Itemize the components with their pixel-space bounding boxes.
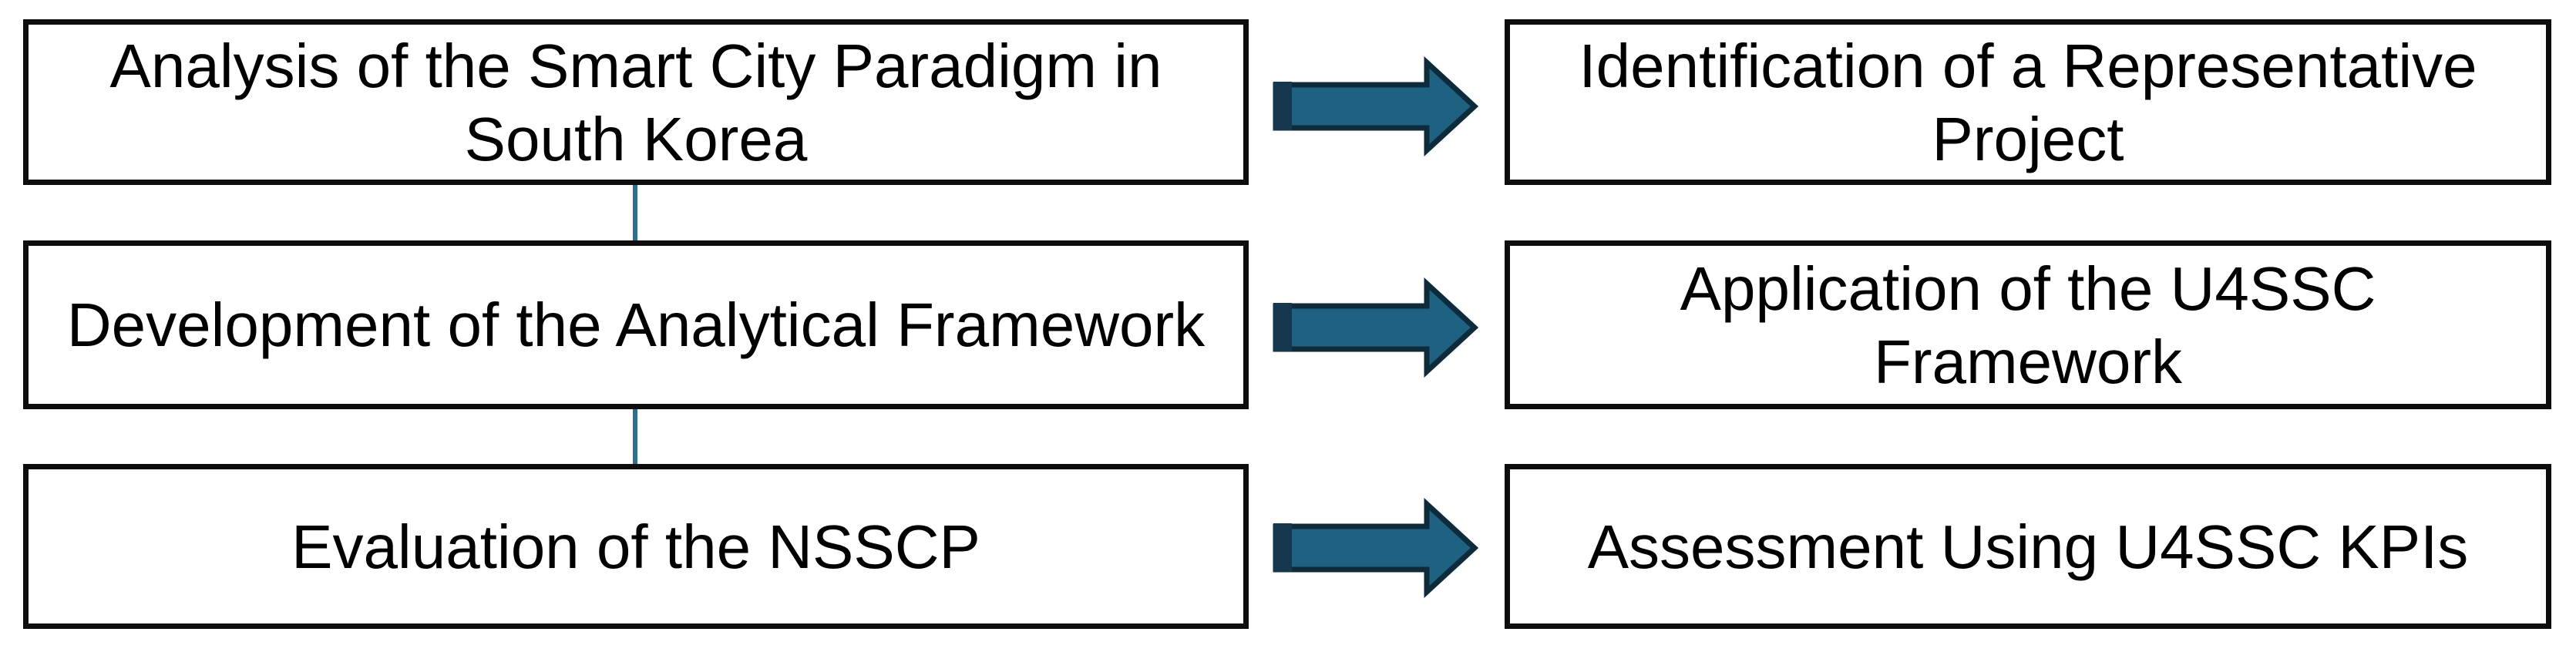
box-identification-representative-project: Identification of a Representative Proje…: [1505, 19, 2551, 185]
box-text-line: Project: [1932, 104, 2124, 173]
box-text-line: Application of the U4SSC: [1680, 254, 2376, 323]
connector-line: [633, 185, 637, 240]
box-text-line: Development of the Analytical Framework: [66, 291, 1206, 359]
box-text-line: Assessment Using U4SSC KPIs: [1587, 512, 2469, 581]
box-assessment-u4ssc-kpis: Assessment Using U4SSC KPIs: [1505, 464, 2551, 629]
box-development-analytical-framework: Development of the Analytical Framework: [23, 240, 1249, 409]
box-text-line: South Korea: [464, 104, 808, 173]
box-text-line: Analysis of the Smart City Paradigm in: [109, 31, 1162, 100]
connector-line: [633, 409, 637, 464]
box-text-line: Identification of a Representative: [1579, 31, 2477, 100]
right-arrow-icon: [1273, 277, 1478, 378]
right-arrow-icon: [1273, 498, 1478, 598]
box-evaluation-nsscp: Evaluation of the NSSCP: [23, 464, 1249, 629]
box-text-line: Evaluation of the NSSCP: [291, 512, 980, 581]
box-application-u4ssc-framework: Application of the U4SSC Framework: [1505, 240, 2551, 409]
box-text-line: Framework: [1873, 327, 2183, 396]
right-arrow-icon: [1273, 56, 1478, 156]
box-analysis-smart-city-paradigm: Analysis of the Smart City Paradigm in S…: [23, 19, 1249, 185]
